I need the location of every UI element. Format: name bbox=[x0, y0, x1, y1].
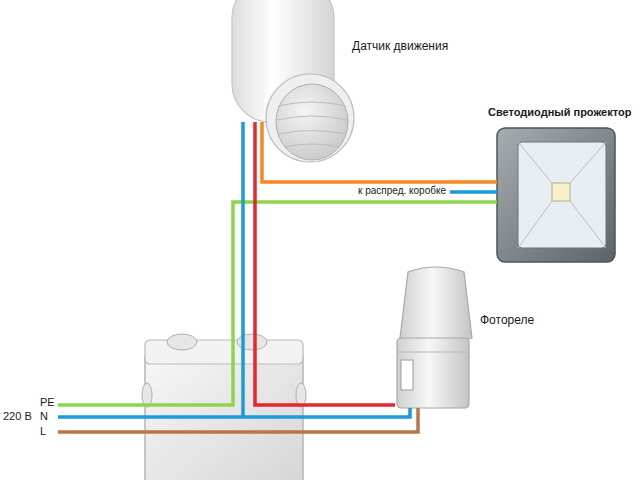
floodlight-picture bbox=[497, 128, 615, 262]
relay-base bbox=[397, 338, 469, 408]
relay-sticker bbox=[401, 360, 413, 390]
relay-cap bbox=[400, 267, 472, 344]
relay-band bbox=[397, 352, 469, 353]
n-wire bbox=[58, 408, 410, 417]
phase-wire bbox=[255, 122, 395, 405]
photo-relay-picture bbox=[397, 267, 472, 408]
photo-relay: Фотореле bbox=[395, 268, 470, 412]
lens-ridges bbox=[277, 102, 347, 147]
wire-note: к распред. коробке bbox=[358, 185, 446, 197]
l-wire bbox=[58, 408, 418, 432]
sensor-lens bbox=[276, 84, 348, 160]
conductor-name: N bbox=[40, 410, 48, 423]
box-body bbox=[145, 350, 303, 480]
conductor-name: L bbox=[40, 425, 46, 438]
junction-box bbox=[142, 334, 306, 480]
conductor-name: PE bbox=[40, 396, 55, 409]
sensor-housing bbox=[266, 74, 354, 162]
motion-sensor-picture bbox=[232, 0, 354, 162]
reflector-lines bbox=[518, 142, 606, 248]
device-label: Датчик движения bbox=[352, 40, 448, 54]
supply-wires bbox=[58, 122, 497, 432]
device-label: Светодиодный прожектор bbox=[488, 106, 631, 119]
motion-sensor: Датчик движения bbox=[232, 0, 302, 122]
led-floodlight: Светодиодный прожектор bbox=[497, 128, 615, 262]
voltage-label: 220 В bbox=[3, 410, 32, 423]
floodlight-glass bbox=[518, 142, 606, 248]
floodlight-frame bbox=[497, 128, 615, 262]
cable-gland bbox=[167, 334, 197, 350]
n-wire bbox=[241, 122, 245, 417]
led-chip bbox=[552, 183, 570, 201]
pe-wire bbox=[58, 202, 497, 405]
n-wire bbox=[450, 190, 497, 194]
signal-wire bbox=[262, 122, 497, 182]
device-label: Фотореле bbox=[480, 314, 534, 328]
